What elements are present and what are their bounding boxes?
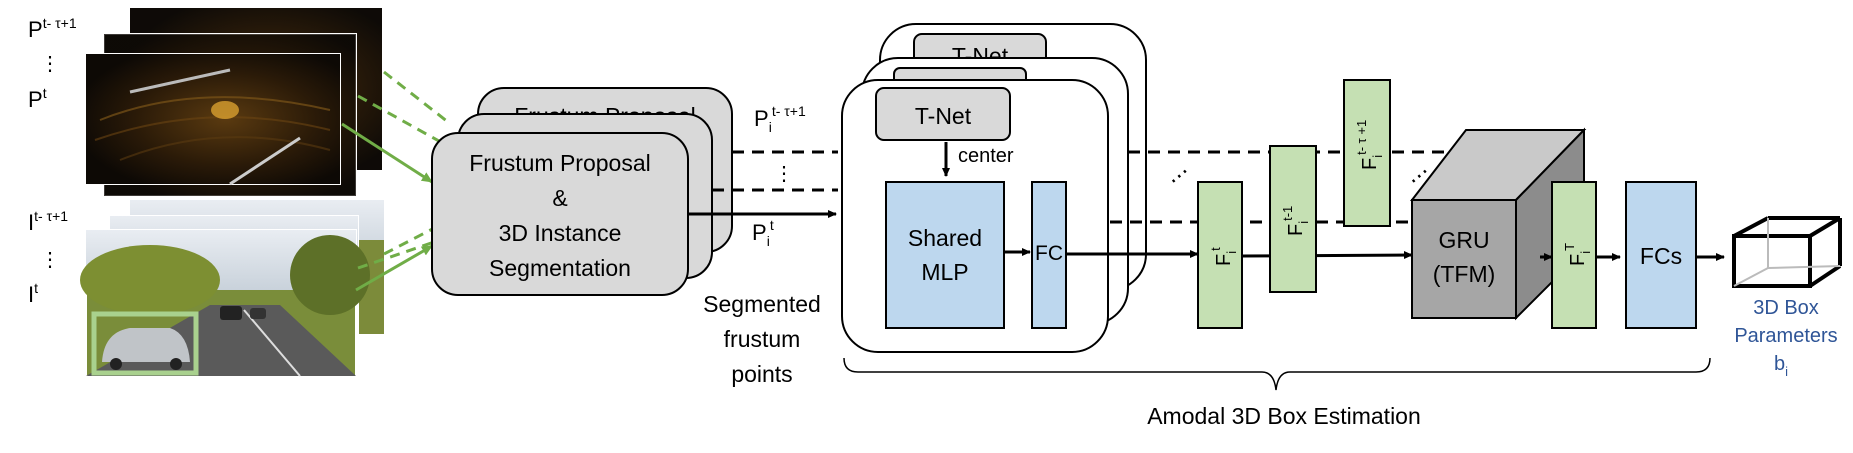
i-first-sup: t- τ+1 <box>34 208 68 224</box>
seg-caption-2: frustum <box>724 326 801 352</box>
shared-mlp-box <box>885 181 1005 329</box>
p-first-label: P <box>28 17 43 42</box>
output-b: b <box>1774 353 1785 375</box>
feature-f-T <box>1551 181 1597 329</box>
gru-line1: GRU <box>1438 227 1489 253</box>
p-first-sup: t- τ+1 <box>43 15 77 31</box>
seg-caption-1: Segmented <box>703 291 821 317</box>
fcs-box <box>1625 181 1697 329</box>
svg-text:bi: bi <box>1774 353 1788 379</box>
p-last-sup: t <box>43 85 47 101</box>
svg-text:Pt- τ+1: Pt- τ+1 <box>28 15 77 42</box>
center-label: center <box>958 145 1014 167</box>
frustum-line3: 3D Instance <box>499 220 622 246</box>
feature-f-t <box>1197 181 1243 329</box>
tnet-label: T-Net <box>915 103 972 129</box>
p-last-label: P <box>28 87 43 112</box>
gru-cube-front <box>1411 199 1517 319</box>
feature-vectors: Fit Fit-1 Fit- τ +1 <box>1197 79 1391 329</box>
output-b-sub: i <box>1785 364 1788 379</box>
shared-mlp-line1: Shared <box>908 225 982 251</box>
svg-text:Pit: Pit <box>752 217 774 249</box>
fc-label: FC <box>1035 242 1063 265</box>
i-first-label: I <box>28 210 34 235</box>
frustum-line1: Frustum Proposal <box>469 150 651 176</box>
feature-f-t-tau <box>1343 79 1391 227</box>
p-dots: ⋮ <box>40 53 60 75</box>
svg-text:Fit- τ +1: Fit- τ +1 <box>1354 120 1385 170</box>
i-dots: ⋮ <box>40 249 60 271</box>
pointnet-dots: ⋯ <box>1162 159 1195 192</box>
car-bounding-box <box>91 311 199 376</box>
pointnet-stack: T-Net T-Net center Shared MLP FC <box>841 23 1147 353</box>
frustum-line4: Segmentation <box>489 255 631 281</box>
tnet-box <box>875 87 1011 141</box>
output-line1: 3D Box <box>1753 297 1819 319</box>
i-last-sup: t <box>34 280 38 296</box>
3d-box-icon <box>1732 216 1842 288</box>
feature-f-t-1 <box>1269 145 1317 293</box>
svg-text:It- τ+1: It- τ+1 <box>28 208 68 235</box>
shared-mlp-line2: MLP <box>921 259 968 285</box>
gru-line2: (TFM) <box>1433 261 1496 287</box>
pi-top-sub: i <box>769 119 772 135</box>
frustum-line2: & <box>552 185 567 211</box>
fcs-label: FCs <box>1640 243 1682 269</box>
i-last-label: I <box>28 282 34 307</box>
pi-top-sup: t- τ+1 <box>772 103 806 119</box>
output-line2: Parameters <box>1734 325 1837 347</box>
brace-label: Amodal 3D Box Estimation <box>1147 403 1421 429</box>
pi-top-base: P <box>754 106 769 131</box>
amodal-brace <box>843 357 1711 391</box>
pi-bottom-sup: t <box>770 217 774 233</box>
feature-f-T-label: FiT <box>1562 243 1593 266</box>
image-stack <box>80 200 384 377</box>
svg-text:Pt: Pt <box>28 85 47 112</box>
pi-bottom-sub: i <box>767 233 770 249</box>
pi-bottom-base: P <box>752 220 767 245</box>
svg-text:Fit-1: Fit-1 <box>1280 206 1311 236</box>
seg-caption-3: points <box>731 361 792 387</box>
output-label: 3D Box Parameters bi <box>1734 297 1837 379</box>
svg-text:It: It <box>28 280 38 307</box>
svg-text:Pit- τ+1: Pit- τ+1 <box>754 103 806 135</box>
input-labels: Pt- τ+1 ⋮ Pt It- τ+1 ⋮ It <box>28 15 77 307</box>
svg-text:Fit: Fit <box>1208 247 1239 266</box>
pi-dots: ⋮ <box>774 163 794 185</box>
segmented-point-labels: Pit- τ+1 ⋮ Pit Segmented frustum points <box>703 103 821 387</box>
frustum-proposal-stack: Frustum Proposal Frustum Proposal & 3D I… <box>431 87 733 296</box>
point-cloud-stack <box>85 8 382 197</box>
segmented-point-arrows <box>688 150 838 218</box>
